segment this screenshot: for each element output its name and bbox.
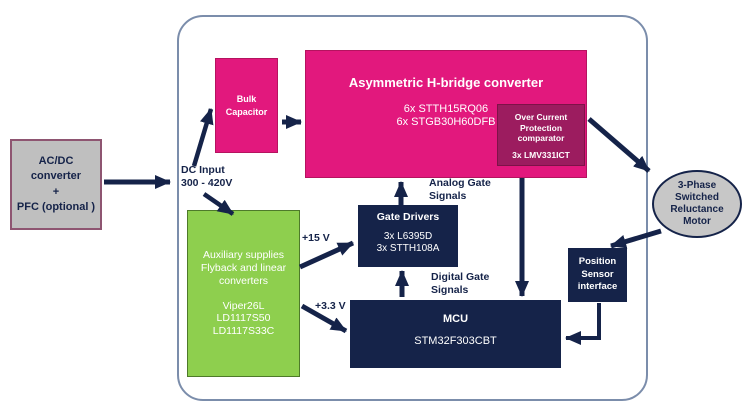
label-3v3-rail: +3.3 V	[315, 300, 346, 312]
block-position-sensor-interface: Position Sensor interface	[568, 248, 627, 302]
block-h-bridge-converter: Asymmetric H-bridge converter 6x STTH15R…	[305, 50, 587, 178]
label-dc-input: DC Input 300 - 420V	[181, 164, 233, 190]
ocp-part-number: 3x LMV331ICT	[512, 149, 570, 160]
block-bulk-capacitor: Bulk Capacitor	[215, 58, 278, 153]
block-gate-drivers: Gate Drivers 3x L6395D 3x STTH108A	[358, 205, 458, 267]
label-digital-gate-signals: Digital Gate Signals	[431, 271, 490, 297]
block-srm-motor: 3-Phase Switched Reluctance Motor	[652, 170, 742, 238]
ocp-title: Over Current Protection comparator	[514, 112, 568, 144]
block-overcurrent-protection: Over Current Protection comparator 3x LM…	[497, 104, 585, 166]
aux-supplies-title: Auxiliary supplies Flyback and linear co…	[200, 249, 287, 287]
label-15v-rail: +15 V	[302, 232, 330, 244]
block-auxiliary-supplies: Auxiliary supplies Flyback and linear co…	[187, 210, 300, 377]
mcu-part-number: STM32F303CBT	[414, 335, 497, 348]
h-bridge-part-numbers: 6x STTH15RQ06 6x STGB30H60DFB	[396, 103, 496, 129]
mcu-title: MCU	[442, 313, 469, 325]
gate-drivers-part-numbers: 3x L6395D 3x STTH108A	[376, 230, 440, 255]
aux-supplies-part-numbers: Viper26L LD1117S50 LD1117S33C	[212, 299, 275, 338]
block-acdc-converter: AC/DC converter + PFC (optional )	[10, 139, 102, 230]
h-bridge-title: Asymmetric H-bridge converter	[348, 75, 544, 90]
gate-drivers-title: Gate Drivers	[376, 211, 440, 223]
label-analog-gate-signals: Analog Gate Signals	[429, 177, 491, 203]
block-mcu: MCU STM32F303CBT	[350, 300, 561, 368]
